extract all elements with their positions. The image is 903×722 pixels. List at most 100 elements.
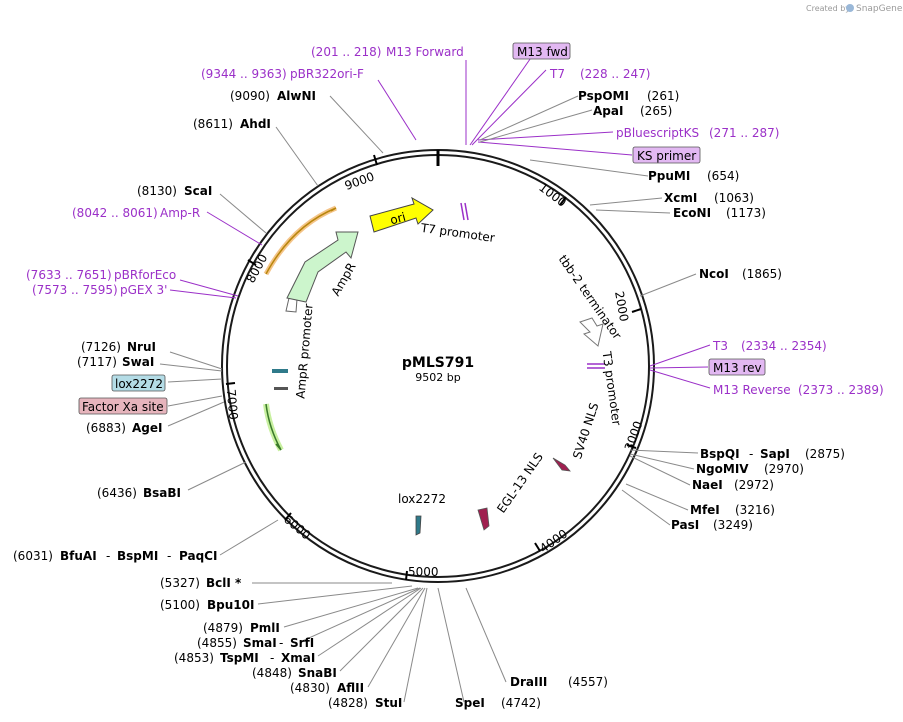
m13-forward-pos: (201 .. 218) [311, 45, 381, 59]
amp-r-pos: (8042 .. 8061) [72, 206, 158, 220]
pbr322ori-f-line [377, 79, 417, 141]
factor-xa-mark [274, 387, 288, 390]
m13-rev-label: M13 rev [713, 361, 762, 375]
m13-fwd-line [469, 51, 536, 146]
tick-4000 [534, 542, 541, 552]
enzyme-bsabi: BsaBI [143, 486, 181, 500]
lower-green-arrow [265, 403, 282, 451]
enzyme-snabi-pos: (4848) [252, 666, 292, 680]
ampr-promoter-label: AmpR promoter [293, 303, 315, 399]
ahdi-line [275, 126, 319, 187]
econi-line [595, 209, 671, 214]
enzyme-ncoi-pos: (1865) [742, 267, 782, 281]
lox2272-label: lox2272 [398, 492, 446, 506]
enzyme-separator: - [279, 636, 283, 650]
enzyme-stui-pos: (4828) [328, 696, 368, 710]
enzyme-alwni: AlwNI [277, 89, 316, 103]
lox2272-left-line [167, 378, 223, 383]
pbr322ori-f-pos: (9344 .. 9363) [201, 67, 287, 81]
plasmid-size: 9502 bp [415, 371, 460, 384]
enzyme-smai: SmaI [243, 636, 277, 650]
enzyme-pspomi-pos: (261) [647, 89, 679, 103]
tick-6000 [284, 512, 292, 521]
t3-name: T3 [712, 339, 728, 353]
pbrforeco-pos: (7633 .. 7651) [26, 268, 112, 282]
tick-label-5000: 5000 [408, 565, 439, 579]
enzyme-ppumi: PpuMI [648, 169, 690, 183]
bspqi-line [629, 449, 699, 454]
enzyme-swai: SwaI [122, 355, 154, 369]
xcmi-line [589, 197, 663, 206]
lox2272-box-label: lox2272 [115, 377, 163, 391]
enzyme-mfei: MfeI [690, 503, 720, 517]
pbr322ori-f-name: pBR322ori-F [290, 67, 364, 81]
m13-rev-box [708, 358, 766, 376]
stui-line [403, 587, 428, 703]
naei-line [629, 455, 691, 486]
nrui-line [169, 351, 223, 370]
enzyme-bcli: BclI * [206, 576, 242, 590]
enzyme-ahdi: AhdI [240, 117, 271, 131]
amp-r-primer-arrow [265, 207, 337, 275]
m13-reverse-line [649, 369, 711, 389]
ampr-feature [286, 231, 359, 303]
enzyme-tspmi: TspMI [220, 651, 259, 665]
pbluescriptks-name: pBluescriptKS [616, 126, 699, 140]
sv40-nls-label: SV40 NLS [570, 401, 601, 461]
tick-2000 [631, 308, 642, 313]
t7-promoter-label: T7 promoter [419, 221, 496, 245]
swai-line [159, 363, 223, 372]
factor-xa-box [78, 397, 168, 415]
enzyme-stui: StuI [375, 696, 402, 710]
lox2272-feature [415, 515, 422, 536]
ks-primer-box [632, 146, 701, 164]
scai-line [219, 193, 267, 234]
aflii-line [367, 587, 426, 688]
m13-forward-name: M13 Forward [386, 45, 464, 59]
pasi-line [621, 489, 671, 526]
enzyme-pasi: PasI [671, 518, 699, 532]
enzyme-sapi: SapI [760, 447, 790, 461]
m13-fwd-label: M13 fwd [517, 45, 568, 59]
tick-label-2000: 2000 [612, 290, 631, 323]
enzyme-paqci: PaqCI [179, 549, 217, 563]
egl13-nls-feature [477, 507, 490, 531]
lower-green-feature [263, 403, 284, 452]
created-by-text: Created by [806, 4, 850, 13]
t3-pos: (2334 .. 2354) [741, 339, 827, 353]
enzyme-scai-pos: (8130) [137, 184, 177, 198]
bpu10i-line [257, 585, 413, 605]
pbluescriptks-pos: (271 .. 287) [709, 126, 779, 140]
enzyme-draiii-pos: (4557) [568, 675, 608, 689]
ks-primer-line [477, 141, 633, 156]
enzyme-swai-pos: (7117) [77, 355, 117, 369]
enzyme-bspmi: BspMI [117, 549, 158, 563]
enzyme-bpu10i-pos: (5100) [160, 598, 200, 612]
lox2272-box [111, 374, 166, 392]
alwni-line [329, 95, 384, 154]
pgex3-pos: (7573 .. 7595) [32, 283, 118, 297]
t3-promoter-label: T3 promoter [599, 350, 623, 427]
smai-line [299, 587, 421, 643]
pbluescriptks-line [477, 131, 614, 141]
t7-promoter-mark-a [460, 202, 465, 221]
enzyme-nrui: NruI [127, 340, 156, 354]
enzyme-tspmi-pos: (4853) [174, 651, 214, 665]
m13-rev-line [649, 366, 709, 369]
bsabi-line [187, 461, 247, 491]
egl13-nls-label: EGL-13 NLS [494, 450, 546, 515]
enzyme-mfei-pos: (3216) [735, 503, 775, 517]
enzyme-ahdi-pos: (8611) [193, 117, 233, 131]
snapgene-brand: SnapGene [856, 4, 903, 14]
enzyme-bsabi-pos: (6436) [97, 486, 137, 500]
pgex3-line [169, 289, 237, 299]
enzyme-naei-pos: (2972) [734, 478, 774, 492]
enzyme-bfuai: BfuAI [60, 549, 97, 563]
enzyme-spei-pos: (4742) [501, 696, 541, 710]
tspmi-line [317, 587, 422, 657]
t7-line [471, 69, 547, 146]
agei-line [167, 401, 225, 427]
enzyme-ngomiv-pos: (2970) [764, 462, 804, 476]
m13-reverse-name: M13 Reverse [713, 383, 791, 397]
